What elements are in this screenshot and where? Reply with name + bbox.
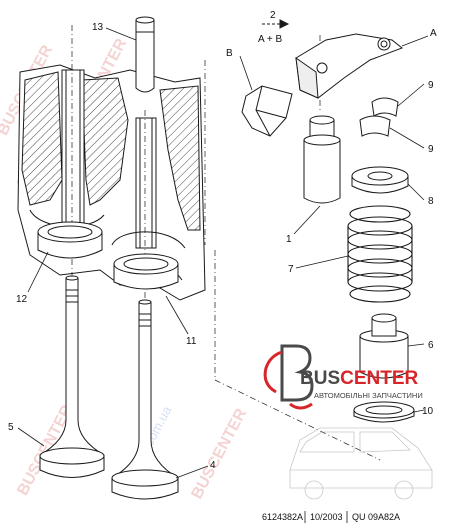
part-9-valve-collets: [359, 97, 399, 137]
logo-brand-dark: BUS: [300, 368, 340, 389]
callout-7: 7: [288, 264, 294, 275]
buscenter-logo: BUSCENTER АВТОМОБІЛЬНІ ЗАПЧАСТИНИ: [263, 344, 423, 410]
part-12-valve-seat: [37, 221, 103, 259]
footer-document-code: QU 09A82A: [352, 512, 400, 522]
part-8-spring-retainer: [351, 166, 409, 194]
callout-8: 8: [428, 196, 434, 207]
logo-tagline: АВТОМОБІЛЬНІ ЗАПЧАСТИНИ: [314, 391, 423, 400]
part-A-rocker-arm: [295, 33, 403, 99]
part-10-spring-seat-washer: [353, 401, 415, 423]
footer-ref-code: 6124382A: [262, 512, 303, 522]
callout-12: 12: [16, 294, 28, 305]
part-5-intake-valve: [39, 275, 105, 478]
leader-lines: [17, 27, 429, 479]
callout-5: 5: [8, 422, 14, 433]
callout-2: 2: [270, 10, 276, 21]
cylinder-head-section: [17, 64, 206, 301]
logo-brand-red: CENTER: [340, 368, 418, 389]
logo-brand-text: BUSCENTER: [300, 368, 419, 389]
callout-9-lower: 9: [428, 144, 434, 155]
callout-2-arrow: [262, 19, 290, 29]
callout-A: A: [430, 28, 437, 39]
callout-1: 1: [286, 234, 292, 245]
watermark-diagonal-bottom-center: BUSCENTER: [189, 406, 251, 502]
callout-9-upper: 9: [428, 80, 434, 91]
footer-date: 10/2003: [310, 512, 343, 522]
callout-6: 6: [428, 340, 434, 351]
callout-2-sub: A + B: [258, 34, 283, 45]
callout-labels: 13 2 A + B A B 9 9 8 1 7 12 11 6 10 5 4: [8, 10, 437, 471]
van-silhouette-icon: [289, 427, 433, 500]
buscenter-logo-emblem: [263, 344, 314, 410]
part-B-retaining-clip: [241, 85, 293, 137]
part-7-valve-spring: [347, 205, 413, 303]
callout-11: 11: [186, 336, 197, 347]
callout-4: 4: [210, 460, 216, 471]
callout-B: B: [226, 48, 233, 59]
part-13-valve-guide: [135, 16, 155, 93]
callout-10: 10: [422, 406, 434, 417]
part-4-exhaust-valve: [111, 299, 179, 500]
part-1-hydraulic-tappet: [303, 115, 341, 204]
part-6-valve-stem-seal: [359, 313, 409, 379]
callout-13: 13: [92, 22, 104, 33]
part-11-valve-seat: [113, 253, 179, 290]
footer-reference: 6124382A 10/2003 QU 09A82A: [262, 511, 400, 523]
